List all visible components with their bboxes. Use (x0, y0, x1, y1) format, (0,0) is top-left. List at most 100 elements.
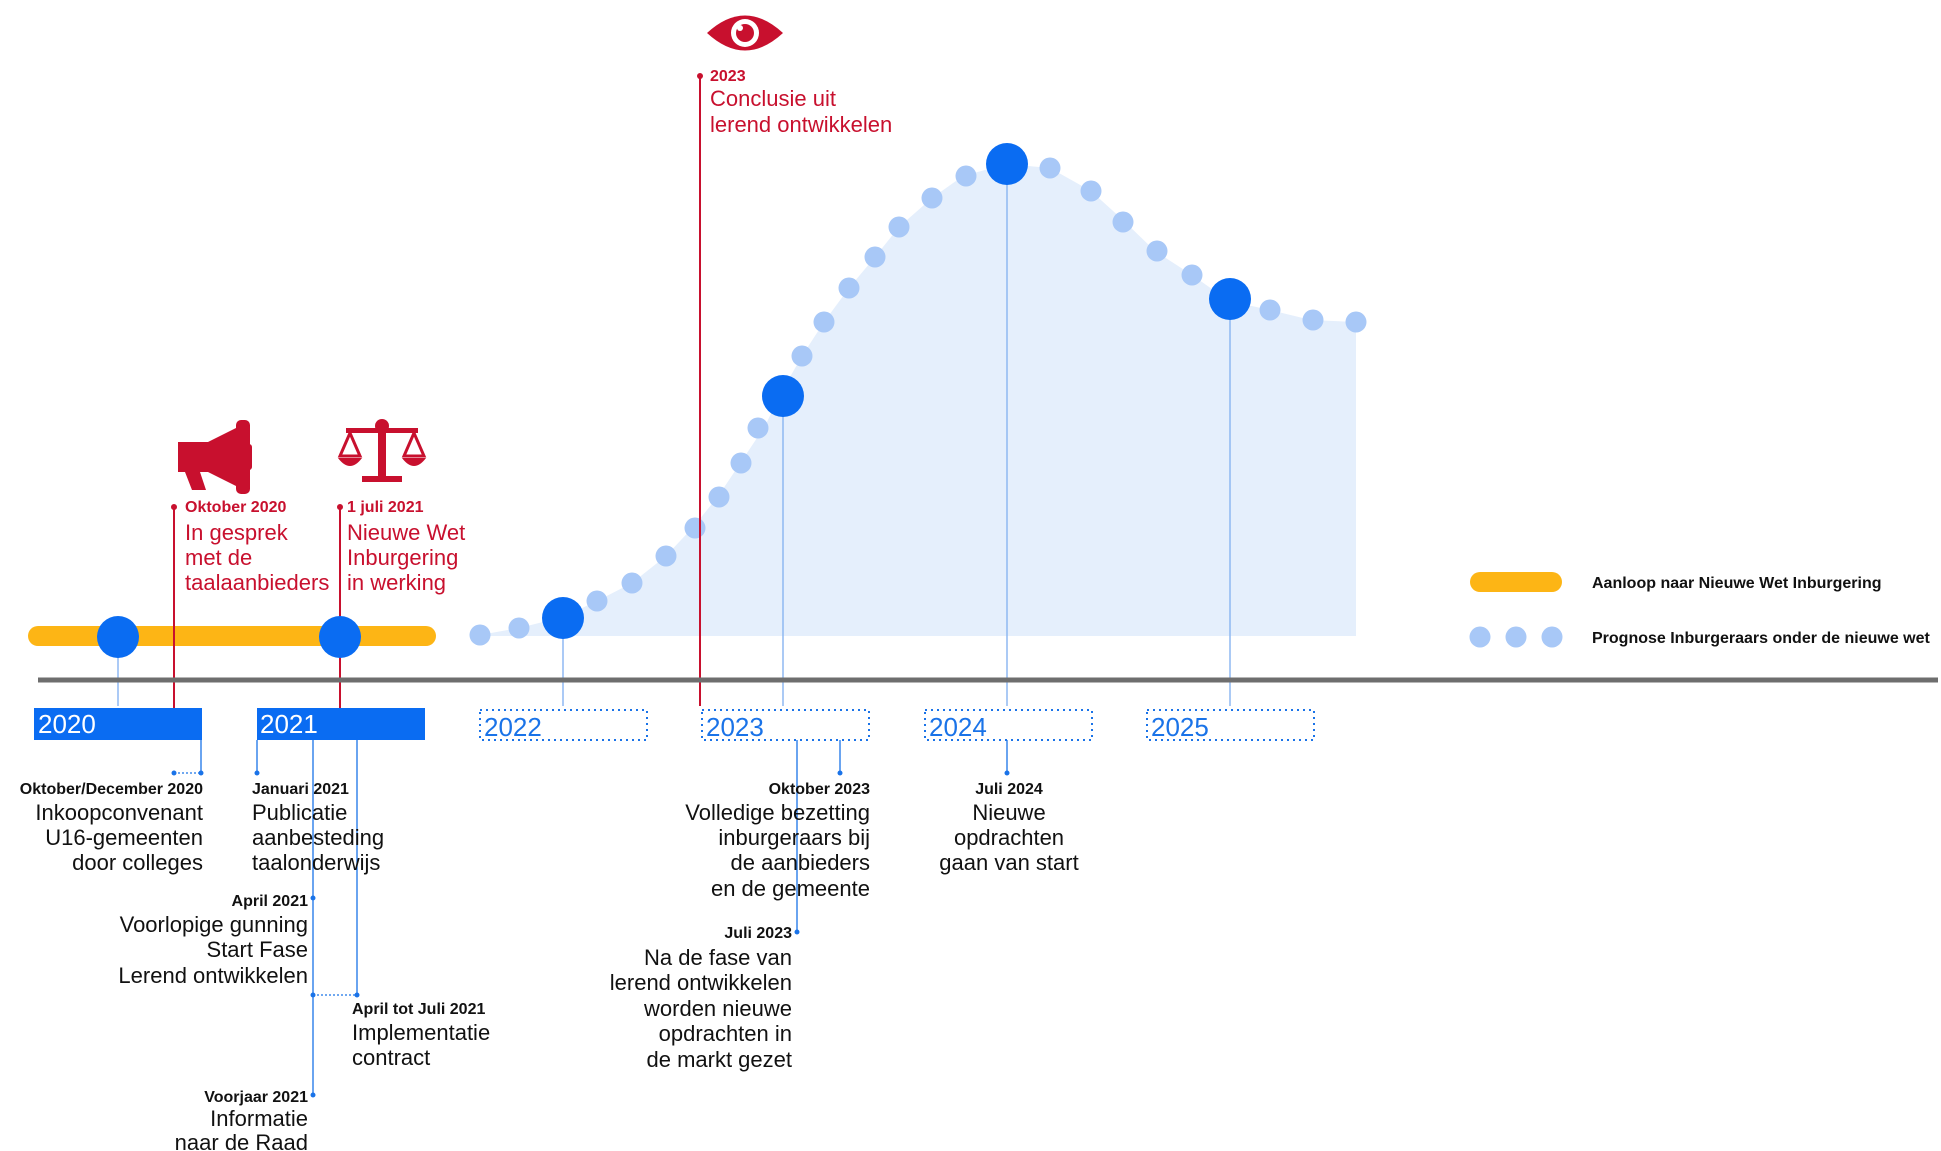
leader-marker (310, 1092, 316, 1098)
legend-dot-swatch (1505, 626, 1527, 648)
leader-marker (354, 992, 360, 998)
milestone-april-2021: April 2021 Voorlopige gunning Start Fase… (118, 893, 308, 988)
milestone-line-text: Lerend ontwikkelen (118, 963, 308, 988)
prognosis-dot (1080, 180, 1102, 202)
year-box-2022 (479, 709, 648, 741)
red-event-marker (697, 73, 703, 79)
prognosis-area (480, 164, 1356, 636)
eye-icon (707, 15, 783, 51)
key-dot (986, 143, 1028, 185)
leader-marker (171, 770, 177, 776)
milestone-line-text: naar de Raad (175, 1130, 308, 1151)
leader-marker (310, 895, 316, 901)
red-event-date: 2023 (710, 68, 746, 85)
prognosis-dot (469, 624, 491, 646)
year-label-2022: 2022 (484, 712, 542, 742)
prognosis-dot (730, 452, 752, 474)
prognosis-dot (708, 486, 730, 508)
milestone-line-text: inburgeraars bij (718, 825, 870, 850)
red-event-line-text: lerend ontwikkelen (710, 112, 892, 137)
milestone-line-text: de aanbieders (731, 850, 870, 875)
milestone-line-text: door colleges (72, 850, 203, 875)
leader-marker (794, 929, 800, 935)
milestone-date: April tot Juli 2021 (352, 1001, 485, 1018)
prognosis-dot (1302, 309, 1324, 331)
prognosis-dot (791, 345, 813, 367)
prognosis-dots (469, 157, 1367, 646)
red-event-line-text: met de (185, 545, 252, 570)
leader-marker (310, 992, 316, 998)
prognosis-dot (586, 590, 608, 612)
prognosis-dot (864, 246, 886, 268)
milestone-line-text: Informatie (210, 1106, 308, 1131)
leader-marker (1004, 770, 1010, 776)
red-event-juli-2021: 1 juli 2021 Nieuwe Wet Inburgering in we… (347, 499, 465, 595)
milestone-line-text: opdrachten in (659, 1021, 792, 1046)
legend: Aanloop naar Nieuwe Wet Inburgering Prog… (1469, 572, 1931, 648)
red-event-marker (337, 504, 343, 510)
milestone-line-text: en de gemeente (711, 876, 870, 901)
milestone-markers (171, 770, 1010, 1098)
prognosis-dot (888, 216, 910, 238)
prognosis-dot (1345, 311, 1367, 333)
milestone-line-text: Na de fase van (644, 945, 792, 970)
legend-dot-swatch (1469, 626, 1491, 648)
prognosis-dot (621, 572, 643, 594)
key-dot (762, 375, 804, 417)
milestone-line-text: Inkoopconvenant (35, 800, 203, 825)
key-dot (319, 616, 361, 658)
milestone-date: Voorjaar 2021 (204, 1089, 308, 1106)
prognosis-dot (838, 277, 860, 299)
prognosis-dot (684, 517, 706, 539)
year-label-2024: 2024 (929, 712, 987, 742)
year-box-2021 (257, 708, 425, 740)
prognosis-dot (1181, 264, 1203, 286)
prognosis-dot (921, 187, 943, 209)
prognosis-dot (1146, 240, 1168, 262)
year-box-2020 (34, 708, 202, 740)
milestone-date: Oktober/December 2020 (20, 781, 203, 798)
milestone-line-text: Nieuwe (972, 800, 1045, 825)
legend-dots-label: Prognose Inburgeraars onder de nieuwe we… (1592, 630, 1931, 647)
milestone-juli-2023: Juli 2023 Na de fase van lerend ontwikke… (610, 925, 792, 1072)
milestone-januari-2021: Januari 2021 Publicatie aanbesteding taa… (252, 781, 384, 875)
key-dot (542, 597, 584, 639)
milestone-line-text: Start Fase (207, 937, 308, 962)
milestone-oktober-2023: Oktober 2023 Volledige bezetting inburge… (685, 781, 870, 901)
milestone-date: April 2021 (232, 893, 309, 910)
leader-marker (837, 770, 843, 776)
red-event-2023: 2023 Conclusie uit lerend ontwikkelen (710, 68, 892, 137)
milestone-date: Januari 2021 (252, 781, 349, 798)
prognosis-dot (508, 617, 530, 639)
milestone-line-text: Volledige bezetting (685, 800, 870, 825)
prognosis-dot (655, 545, 677, 567)
legend-dot-swatch (1541, 626, 1563, 648)
milestone-line-text: worden nieuwe (643, 996, 792, 1021)
year-label-2020: 2020 (38, 709, 96, 739)
milestone-line-text: Publicatie (252, 800, 347, 825)
key-dots (97, 143, 1251, 658)
red-event-oktober-2020: Oktober 2020 In gesprek met de taalaanbi… (185, 499, 329, 595)
year-box-2025 (1146, 709, 1315, 741)
milestone-line-text: U16-gemeenten (45, 825, 203, 850)
milestone-date: Juli 2023 (724, 925, 792, 942)
red-event-line-text: Conclusie uit (710, 86, 836, 111)
leader-marker (254, 770, 260, 776)
prognosis-dot (955, 165, 977, 187)
milestone-juli-2024: Juli 2024 Nieuwe opdrachten gaan van sta… (939, 781, 1078, 875)
prognosis-dot (813, 311, 835, 333)
key-dot (97, 616, 139, 658)
milestone-line-text: gaan van start (939, 850, 1078, 875)
prognosis-dot (1259, 299, 1281, 321)
prognosis-dot (747, 417, 769, 439)
milestone-line-text: aanbesteding (252, 825, 384, 850)
year-box-2023 (701, 709, 870, 741)
red-event-line-text: In gesprek (185, 520, 289, 545)
year-label-2025: 2025 (1151, 712, 1209, 742)
red-event-line-text: Inburgering (347, 545, 458, 570)
red-event-markers (171, 73, 703, 510)
year-label-2021: 2021 (260, 709, 318, 739)
milestone-line-text: Implementatie (352, 1020, 490, 1045)
milestone-line-text: de markt gezet (646, 1047, 792, 1072)
